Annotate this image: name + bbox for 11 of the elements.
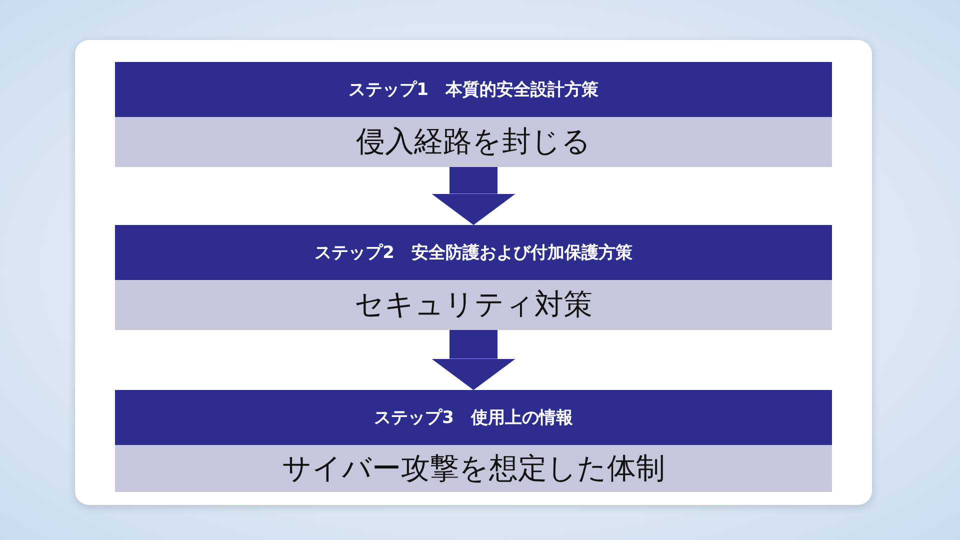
step-description: サイバー攻撃を想定した体制 [282,450,665,486]
step-box [115,390,832,492]
down-arrow [432,330,516,390]
down-arrow [432,167,516,225]
step-heading: ステップ2 安全防護および付加保護方策 [115,225,832,280]
step-description: セキュリティ対策 [354,286,592,323]
step-heading: ステップ1 本質的安全設計方策 [115,62,832,117]
step-box [115,62,832,167]
step-description: 侵入経路を封じる [356,123,591,160]
step-box [115,225,832,330]
step-heading: ステップ3 使用上の情報 [115,390,832,445]
